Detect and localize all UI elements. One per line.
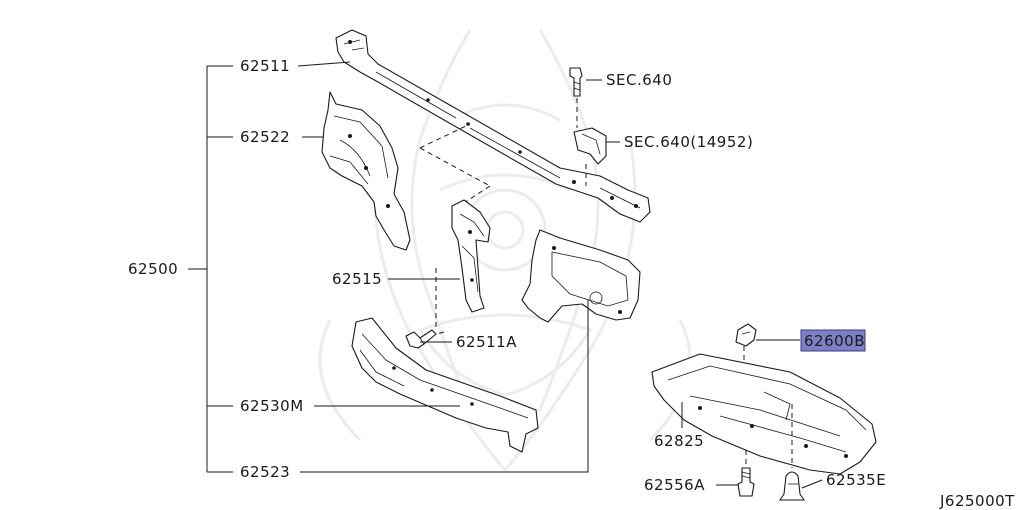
bracket-62500 [188, 65, 233, 473]
label-62600b[interactable]: 62600B [804, 332, 865, 350]
label-62825[interactable]: 62825 [654, 432, 704, 450]
leader-62511 [297, 61, 351, 67]
part-sec640-bolt [569, 67, 583, 97]
leader-62523-right [300, 300, 589, 473]
diagram-id: J625000T [939, 492, 1015, 510]
label-62511[interactable]: 62511 [240, 57, 290, 75]
label-62500[interactable]: 62500 [128, 260, 178, 278]
part-62530m-lower-support [351, 317, 539, 453]
highlight-62600b [800, 329, 866, 352]
part-62515-center-stay [451, 199, 491, 313]
label-62515[interactable]: 62515 [332, 270, 382, 288]
label-62530m[interactable]: 62530M [240, 397, 304, 415]
label-62535e[interactable]: 62535E [826, 471, 886, 489]
part-62825-under-cover [651, 353, 877, 475]
part-62511a-bolt [405, 329, 437, 349]
part-62522-side-member-left [321, 91, 411, 251]
part-62600b-clip [735, 323, 757, 347]
label-62511a[interactable]: 62511A [456, 333, 517, 351]
part-side-member-right [521, 229, 641, 323]
label-62523[interactable]: 62523 [240, 463, 290, 481]
part-62511-upper-support [335, 29, 651, 223]
label-62522[interactable]: 62522 [240, 128, 290, 146]
label-sec640[interactable]: SEC.640 [606, 71, 672, 89]
part-sec640-bracket [573, 127, 607, 165]
part-62535e-clip [779, 471, 805, 501]
label-62556a[interactable]: 62556A [644, 476, 705, 494]
label-sec640-14952[interactable]: SEC.640(14952) [624, 133, 753, 151]
part-62556a-bolt [737, 467, 755, 497]
leader-62535e [801, 479, 823, 489]
